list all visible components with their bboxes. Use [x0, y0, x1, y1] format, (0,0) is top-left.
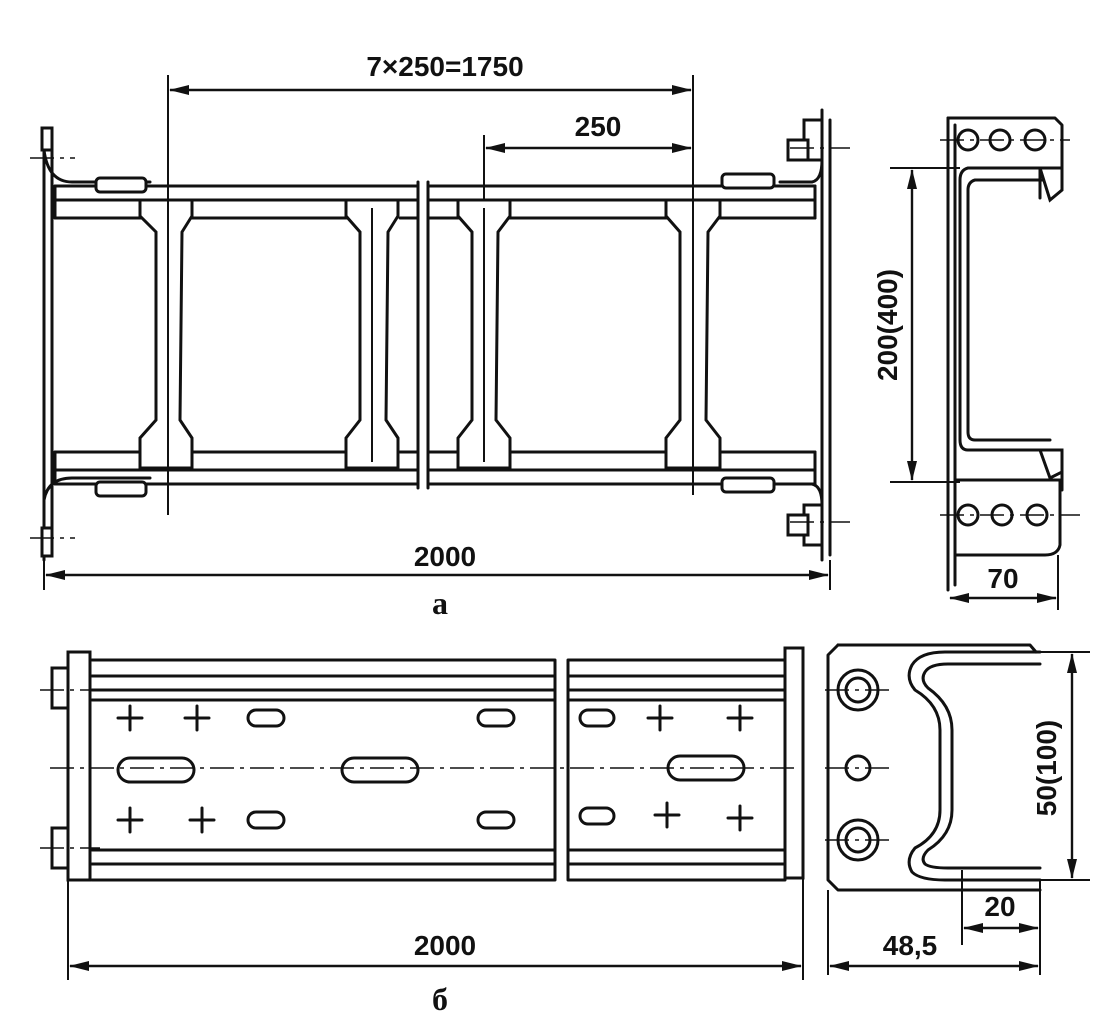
- height-label-b: 50(100): [1031, 720, 1062, 817]
- pitch-label: 250: [575, 111, 622, 142]
- length-label-a: 2000: [414, 541, 476, 572]
- caption-b: б: [432, 981, 448, 1017]
- rung: [344, 198, 400, 470]
- flange-label-b: 20: [984, 891, 1015, 922]
- pitch-total-label: 7×250=1750: [366, 51, 523, 82]
- ladder-tray-side-view: 200(400) 70: [872, 116, 1080, 610]
- width-label-b: 48,5: [883, 930, 938, 961]
- depth-label-a: 70: [987, 563, 1018, 594]
- caption-a: а: [432, 585, 448, 621]
- ladder-tray-plan-view: 7×250=1750 250 2000 а: [30, 51, 850, 621]
- rung: [138, 198, 194, 470]
- perforated-tray-side-view: 50(100) 20 48,5: [825, 643, 1090, 975]
- length-label-b: 2000: [414, 930, 476, 961]
- rung: [456, 198, 512, 470]
- height-label-a: 200(400): [872, 269, 903, 381]
- perforated-tray-plan-view: 2000 б: [40, 646, 805, 1017]
